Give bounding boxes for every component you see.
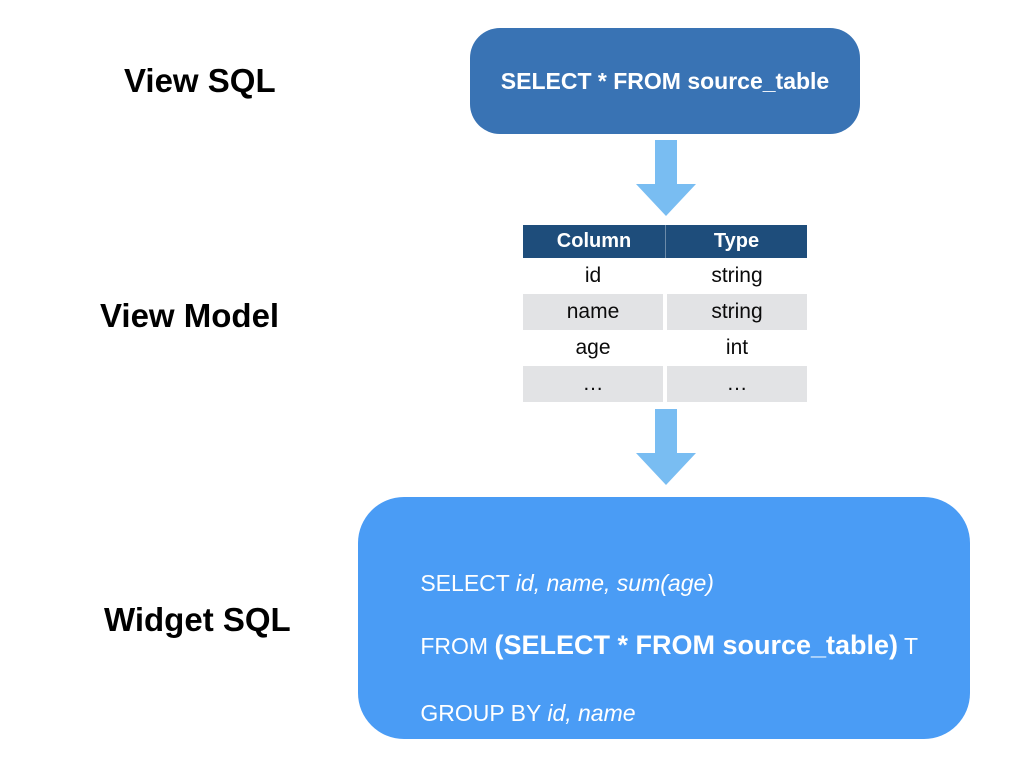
table-header-column: Column [556,230,632,252]
table-cell-column: id [523,258,663,294]
view-sql-box: SELECT * FROM source_table [470,28,860,134]
table-cell-type: string [667,258,807,294]
label-widget-sql: Widget SQL [104,601,291,638]
label-view-model: View Model [100,297,280,334]
widget-sql-from-line: FROM (SELECT * FROM source_table) T [382,603,918,688]
down-arrow-icon [636,409,696,485]
sql-alias: T [898,633,919,659]
table-cell-type: … [667,366,807,402]
widget-sql-groupby-line: GROUP BY id, name [382,673,636,754]
sql-keyword: GROUP BY [420,700,548,726]
label-view-sql: View SQL [124,62,276,99]
table-cell-type: int [667,330,807,366]
widget-sql-select-line: SELECT id, name, sum(age) [382,543,714,624]
view-sql-query-text: SELECT * FROM source_table [500,67,830,94]
table-cell-column: name [523,294,663,330]
sql-keyword: FROM [420,633,495,659]
table-header-type: Type [665,225,807,258]
sql-subquery: (SELECT * FROM source_table) [494,630,899,660]
table-cell-column: … [523,366,663,402]
table-row: … … [523,366,807,402]
table-cell-column: age [523,330,663,366]
table-row: age int [523,330,807,366]
widget-sql-box: SELECT id, name, sum(age) FROM (SELECT *… [358,497,970,739]
table-header-row: Column Type [523,225,807,258]
sql-columns: id, name, sum(age) [515,570,714,596]
table-row: id string [523,258,807,294]
table-row: name string [523,294,807,330]
down-arrow-icon [636,140,696,216]
sql-columns: id, name [547,700,636,726]
table-cell-type: string [667,294,807,330]
sql-keyword: SELECT [420,570,516,596]
view-model-table: Column Type id string name string age in… [523,225,807,402]
